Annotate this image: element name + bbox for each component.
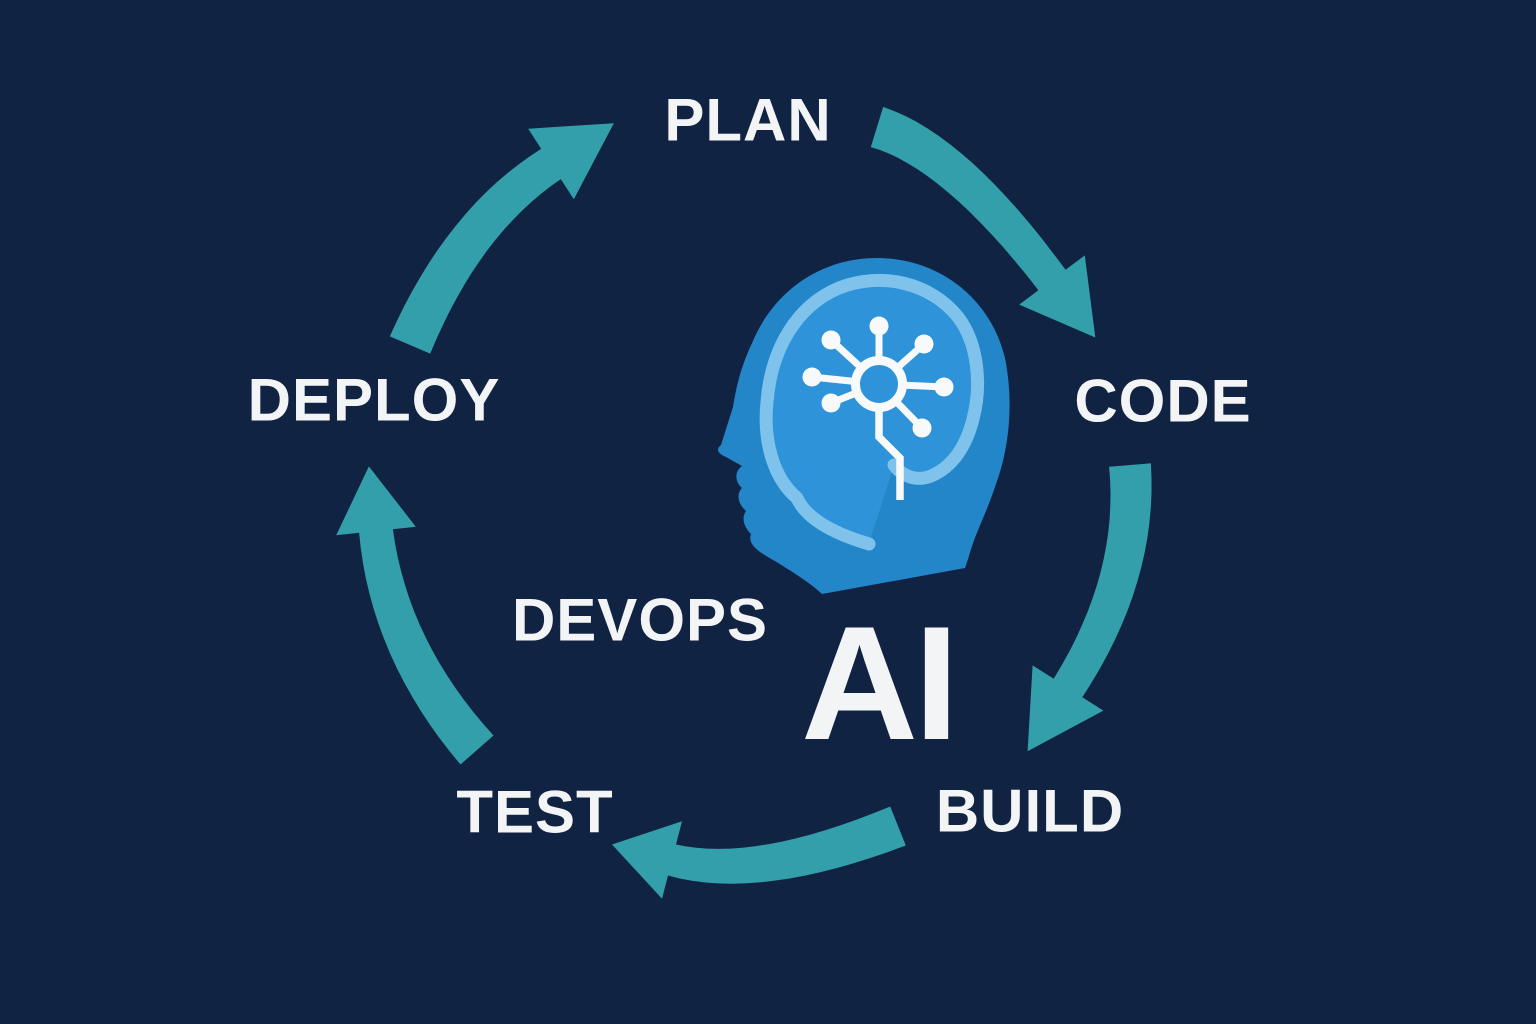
devops-label: DEVOPS bbox=[511, 586, 769, 654]
arrow-build-to-test bbox=[612, 806, 906, 899]
arrow-deploy-to-plan bbox=[389, 123, 614, 354]
stage-label-plan: PLAN bbox=[664, 86, 832, 154]
arrow-code-to-build bbox=[1027, 463, 1152, 752]
stage-label-test: TEST bbox=[456, 778, 614, 846]
ai-label: AI bbox=[801, 593, 959, 774]
hub-node-dot bbox=[869, 316, 889, 336]
head-profile-icon bbox=[718, 257, 1010, 594]
neural-network-icon bbox=[802, 316, 954, 500]
hub-node-dot bbox=[821, 393, 841, 413]
hub-node-dot bbox=[802, 367, 822, 387]
stage-label-code: CODE bbox=[1074, 367, 1252, 435]
hub-node-dot bbox=[914, 334, 934, 354]
hub-node-dot bbox=[821, 330, 841, 350]
stage-label-build: BUILD bbox=[935, 777, 1125, 845]
hub-circuit-stem bbox=[875, 407, 904, 500]
cycle-arrows bbox=[336, 106, 1152, 899]
arrow-plan-to-code bbox=[870, 106, 1096, 338]
hub-node-dot bbox=[934, 377, 954, 397]
arrow-test-to-deploy bbox=[336, 466, 494, 765]
stage-label-deploy: DEPLOY bbox=[247, 366, 501, 434]
hub-node-dot bbox=[912, 418, 932, 438]
